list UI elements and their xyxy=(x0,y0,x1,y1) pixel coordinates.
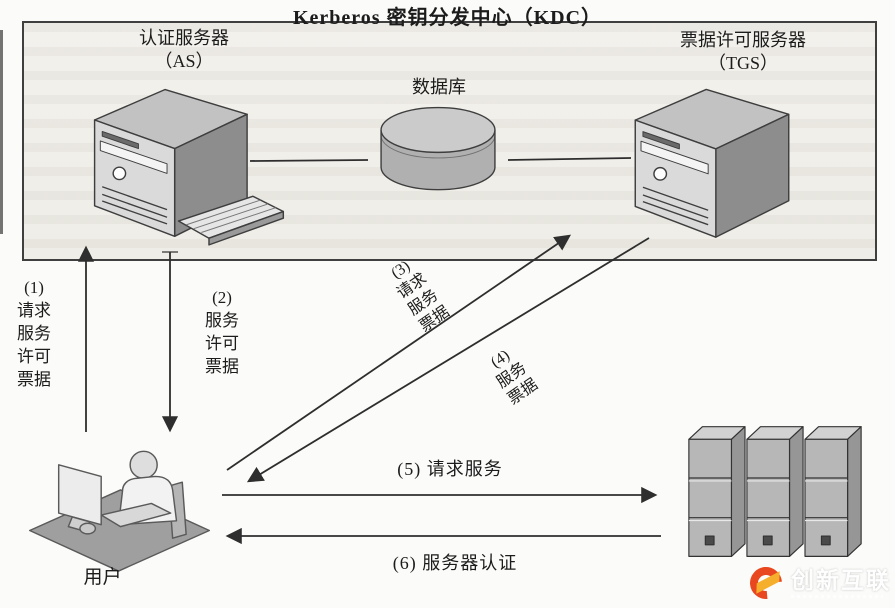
scan-edge-artifact xyxy=(0,30,3,234)
tgs-server-icon xyxy=(634,88,790,238)
flow-4-label: (4) 服务 票据 xyxy=(460,327,563,424)
watermark-subtext-strip xyxy=(791,594,883,598)
flow-2-line: 许可 xyxy=(205,334,239,353)
watermark-c-icon xyxy=(743,560,789,606)
flow-2-num: (2) xyxy=(212,288,232,307)
flow-1-line: 票据 xyxy=(17,370,51,389)
flow-1-label: (1) 请求 服务 许可 票据 xyxy=(4,276,64,391)
user-label: 用户 xyxy=(83,567,122,588)
chuangxin-hulian-watermark: 创新互联 xyxy=(743,560,895,606)
tgs-label: 票据许可服务器 （TGS） xyxy=(638,29,848,75)
flow-6-label: (6) 服务器认证 xyxy=(392,553,518,573)
flow-2-label: (2) 服务 许可 票据 xyxy=(190,286,254,378)
as-server-icon xyxy=(93,88,285,246)
flow-1-line: 服务 xyxy=(17,324,51,343)
application-servers-icon xyxy=(688,426,862,557)
flow-5-label: (5) 请求服务 xyxy=(397,459,503,479)
flow-2-line: 票据 xyxy=(205,357,239,376)
diagram-title: Kerberos 密钥分发中心（KDC） xyxy=(292,7,603,29)
as-label: 认证服务器 （AS） xyxy=(88,27,280,73)
tgs-label-line2: （TGS） xyxy=(707,53,778,73)
flow-1-num: (1) xyxy=(24,278,44,297)
as-label-line2: （AS） xyxy=(154,51,214,71)
user-at-computer-icon xyxy=(28,450,211,572)
tgs-label-line1: 票据许可服务器 xyxy=(680,30,806,50)
database-label: 数据库 xyxy=(412,77,466,97)
flow-1-line: 请求 xyxy=(17,301,51,320)
database-cylinder-icon xyxy=(380,106,496,191)
flow-1-line: 许可 xyxy=(17,347,51,366)
as-label-line1: 认证服务器 xyxy=(139,28,229,48)
watermark-text: 创新互联 xyxy=(791,566,891,593)
flow-2-line: 服务 xyxy=(205,311,239,330)
